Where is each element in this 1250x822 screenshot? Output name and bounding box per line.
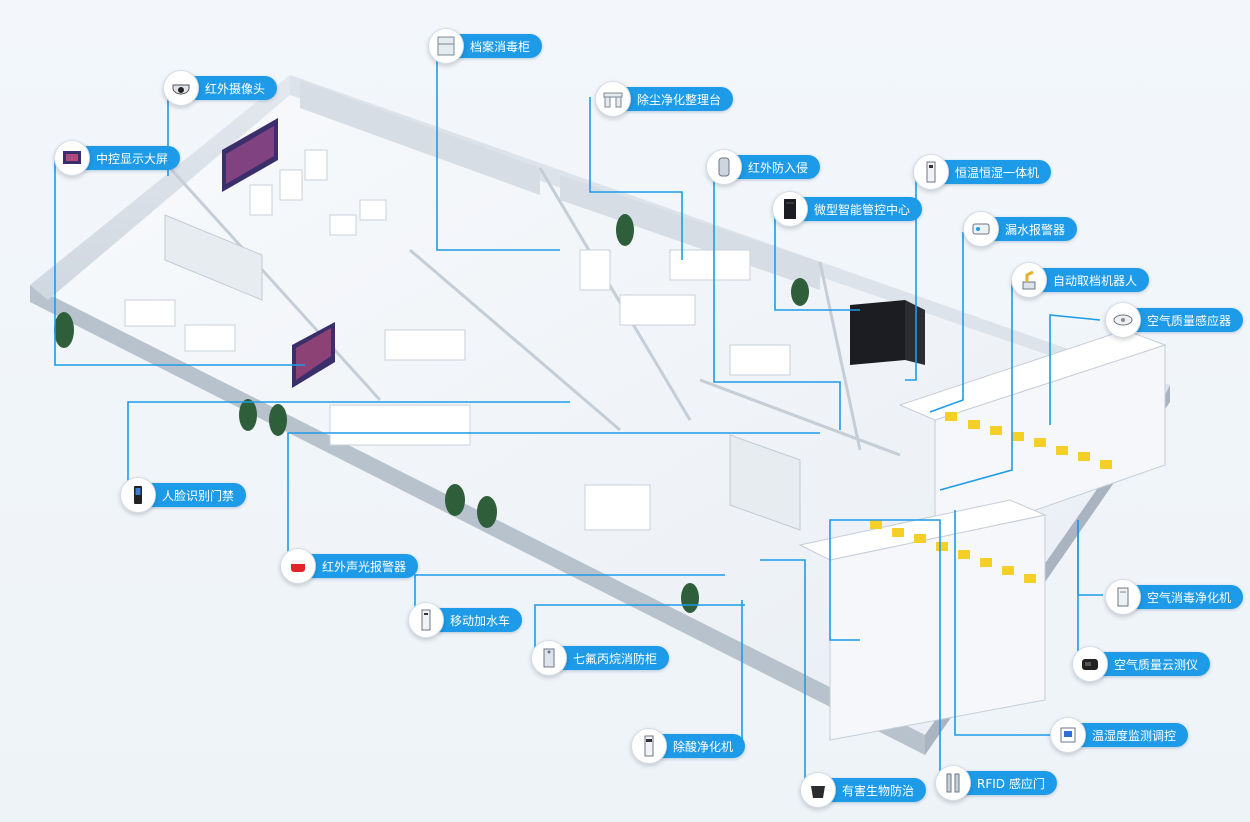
callout-text: 除酸净化机 [673,739,734,754]
leader-lines [54,44,1103,790]
workbench-icon [595,81,631,117]
label-water-leak-alarm: 漏水报警器 [963,211,1078,247]
walls [30,75,1170,457]
air-purifier-icon [1105,579,1141,615]
label-dust-purification-table: 除尘净化整理台 [595,81,734,117]
display-screen-icon [54,140,90,176]
label-hfc-fire-cabinet: 七氟丙烷消防柜 [531,640,670,676]
disinfection-cabinet-icon [428,28,464,64]
callout-text: 档案消毒柜 [470,39,531,54]
label-thermo-humidity-unit: 恒温恒湿一体机 [913,154,1052,190]
label-micro-control-center: 微型智能管控中心 [772,191,923,227]
label-biohazard-protection: 有害生物防治 [800,772,927,808]
wall-screens [222,118,335,388]
shelf-tags [870,412,1112,583]
callout-text: 红外声光报警器 [322,559,407,574]
callout-text: 空气消毒净化机 [1147,590,1232,605]
fire-cabinet-icon [531,640,567,676]
callout-text: 有害生物防治 [842,783,915,798]
label-air-quality-cloud-meter: 空气质量云测仪 [1072,646,1211,682]
server-rack [850,300,925,365]
rfid-gate-icon [935,765,971,801]
callout-text: 红外摄像头 [205,81,266,96]
motion-sensor-icon [706,149,742,185]
label-rfid-gate: RFID 感应门 [935,765,1057,801]
callout-text: 恒温恒湿一体机 [955,165,1040,180]
label-air-quality-sensor: 空气质量感应器 [1105,302,1244,338]
label-mobile-humidifier: 移动加水车 [408,602,523,638]
compact-shelving [798,329,1167,741]
callout-text: 漏水报警器 [1005,222,1066,237]
callout-text: RFID 感应门 [977,776,1045,791]
label-infrared-sound-alarm: 红外声光报警器 [280,548,419,584]
callout-text: 温湿度监测调控 [1092,728,1177,743]
callout-text: 移动加水车 [450,613,511,628]
callout-text: 七氟丙烷消防柜 [573,651,658,666]
siren-icon [280,548,316,584]
leak-sensor-icon [963,211,999,247]
pest-trap-icon [800,772,836,808]
callout-text: 除尘净化整理台 [637,92,722,107]
left-cabinets [164,214,801,531]
ceiling-sensor-icon [1105,302,1141,338]
humidifier-cart-icon [408,602,444,638]
robot-arm-icon [1011,262,1047,298]
callout-text: 人脸识别门禁 [162,488,235,503]
callout-text: 空气质量云测仪 [1114,657,1199,672]
label-air-disinfection-purifier: 空气消毒净化机 [1105,579,1244,615]
dome-camera-icon [163,70,199,106]
purifier-tower-icon [631,728,667,764]
callout-text: 空气质量感应器 [1147,313,1232,328]
label-face-access: 人脸识别门禁 [120,477,247,513]
face-scanner-icon [120,477,156,513]
callout-text: 微型智能管控中心 [814,202,911,217]
callout-text: 自动取档机器人 [1053,273,1138,288]
callout-text: 中控显示大屏 [96,151,169,166]
server-cabinet-icon [772,191,808,227]
office-furniture [124,149,791,531]
label-archive-disinfection-cabinet: 档案消毒柜 [428,28,543,64]
label-temp-humidity-monitor: 温湿度监测调控 [1050,717,1189,753]
callout-text: 红外防入侵 [748,160,809,175]
label-auto-retrieval-robot: 自动取档机器人 [1011,262,1150,298]
thermostat-panel-icon [1050,717,1086,753]
label-central-display: 中控显示大屏 [54,140,181,176]
label-acid-removal-purifier: 除酸净化机 [631,728,746,764]
label-infrared-intrusion: 红外防入侵 [706,149,821,185]
climate-unit-icon [913,154,949,190]
label-infrared-camera: 红外摄像头 [163,70,278,106]
cloud-meter-icon [1072,646,1108,682]
